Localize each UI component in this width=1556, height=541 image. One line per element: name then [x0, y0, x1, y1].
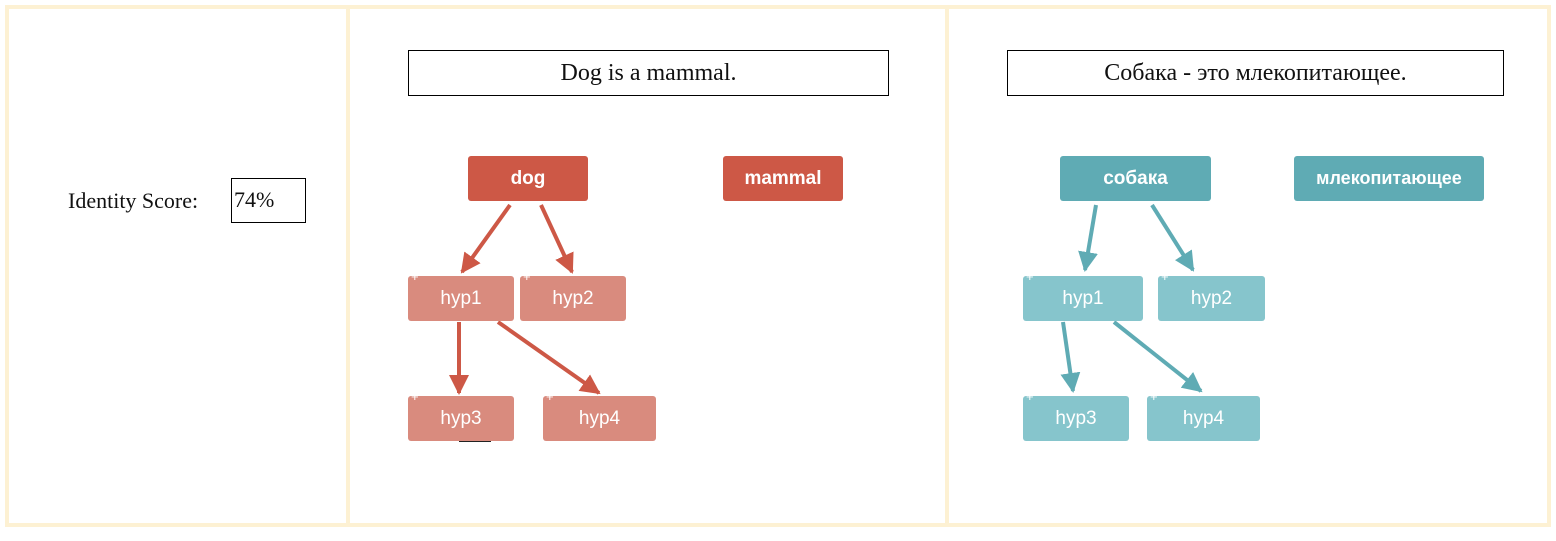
identity-score-value: 74% — [231, 178, 306, 223]
node-dog[interactable]: dog — [468, 156, 588, 201]
node-en-hyp3[interactable]: + hyp3 — [408, 389, 514, 441]
node-en-hyp4[interactable]: + hyp4 — [543, 389, 656, 441]
node-en-hyp2[interactable]: + hyp2 — [520, 269, 626, 321]
russian-sentence: Собака - это млекопитающее. — [1007, 50, 1504, 96]
expand-icon[interactable]: + — [411, 269, 419, 284]
node-label: hyp3 — [1055, 408, 1097, 429]
node-label: hyp3 — [440, 408, 482, 429]
node-sobaka[interactable]: собака — [1060, 156, 1211, 201]
expand-icon[interactable]: + — [546, 389, 554, 404]
expand-icon[interactable]: + — [1161, 269, 1169, 284]
node-en-hyp1[interactable]: + hyp1 — [408, 269, 514, 321]
node-label: hyp2 — [552, 288, 594, 309]
identity-score-label: Identity Score: — [68, 188, 199, 213]
node-ru-hyp1[interactable]: + hyp1 — [1023, 269, 1143, 321]
score-panel — [5, 5, 351, 527]
expand-icon[interactable]: + — [1026, 389, 1034, 404]
expand-icon[interactable]: + — [1150, 389, 1158, 404]
english-sentence: Dog is a mammal. — [408, 50, 889, 96]
expand-icon[interactable]: + — [1026, 269, 1034, 284]
expand-icon[interactable]: + — [411, 389, 419, 404]
node-label: hyp4 — [578, 408, 621, 429]
expand-icon[interactable]: + — [523, 269, 531, 284]
node-label: hyp2 — [1190, 288, 1233, 309]
node-label: hyp1 — [1062, 288, 1104, 309]
node-ru-hyp4[interactable]: + hyp4 — [1147, 389, 1260, 441]
node-mammal[interactable]: mammal — [723, 156, 843, 201]
node-label: hyp1 — [440, 288, 482, 309]
node-mlekopitayushchee[interactable]: млекопитающее — [1294, 156, 1484, 201]
node-label: hyp4 — [1182, 408, 1225, 429]
node-ru-hyp3[interactable]: + hyp3 — [1023, 389, 1129, 441]
node-ru-hyp2[interactable]: + hyp2 — [1158, 269, 1265, 321]
